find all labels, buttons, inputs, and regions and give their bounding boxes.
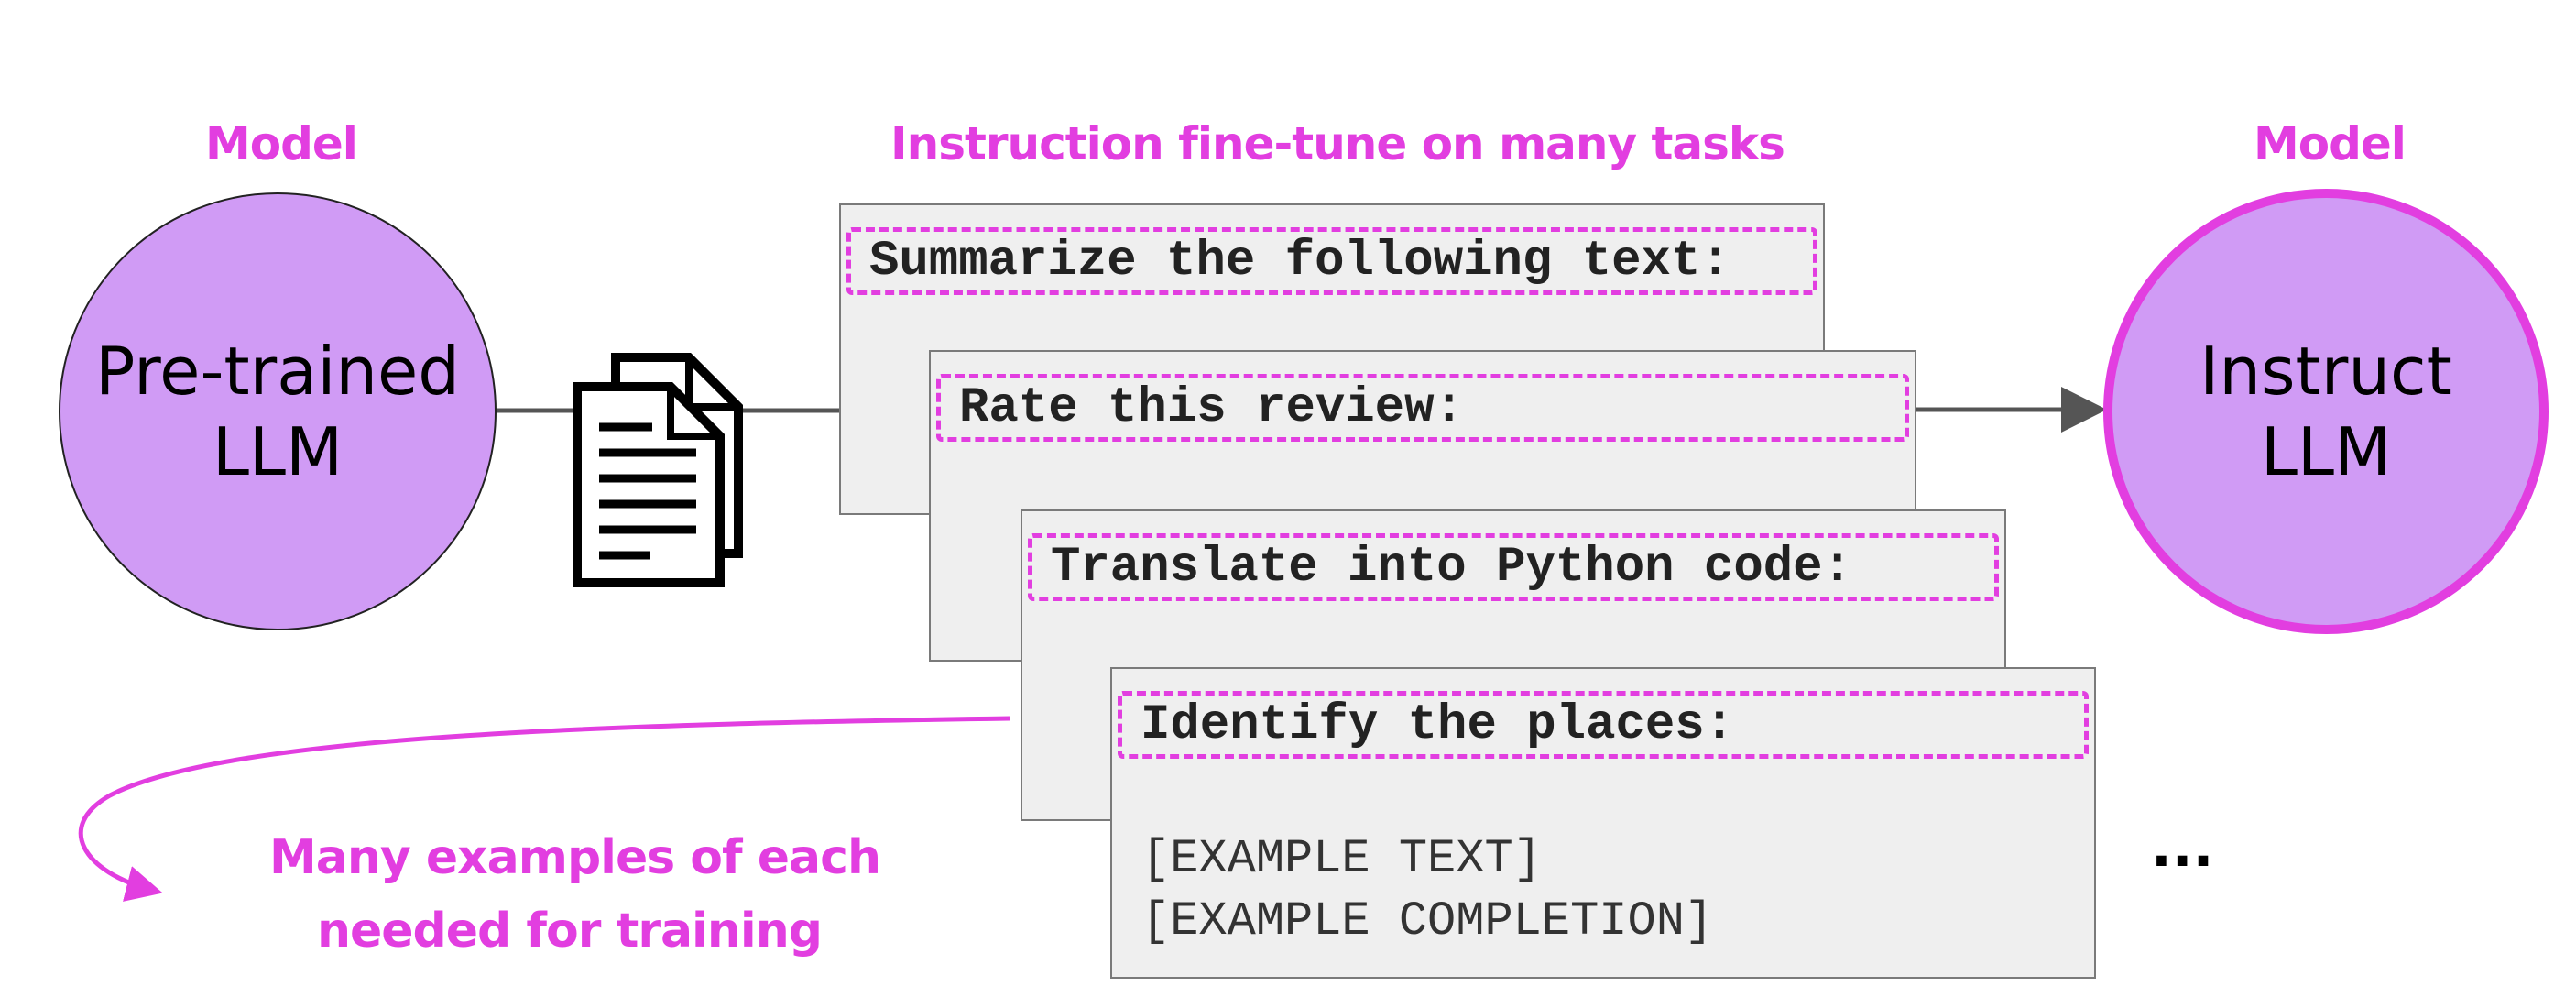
example-completion: [EXAMPLE COMPLETION] bbox=[1141, 894, 1714, 948]
ellipsis: ... bbox=[2151, 816, 2214, 880]
section-title: Instruction fine-tune on many tasks bbox=[890, 117, 1785, 170]
example-text: [EXAMPLE TEXT] bbox=[1141, 832, 1542, 886]
instruction-prompt: Identify the places: bbox=[1118, 691, 2089, 759]
instruct-llm-label: Instruct LLM bbox=[2199, 333, 2452, 490]
instruction-prompt: Translate into Python code: bbox=[1028, 533, 1999, 601]
task-card-identify: Identify the places: [EXAMPLE TEXT] [EXA… bbox=[1110, 667, 2096, 979]
instruct-llm-node: Instruct LLM bbox=[2103, 189, 2549, 634]
instruction-prompt: Summarize the following text: bbox=[846, 227, 1817, 295]
pretrained-llm-label: Pre-trained LLM bbox=[94, 333, 461, 490]
model-label-left: Model bbox=[205, 117, 358, 170]
training-note-line2: needed for training bbox=[317, 904, 823, 959]
instruction-prompt: Rate this review: bbox=[936, 374, 1909, 442]
training-note-line1: Many examples of each bbox=[269, 830, 881, 885]
model-label-right: Model bbox=[2254, 117, 2407, 170]
pretrained-llm-node: Pre-trained LLM bbox=[59, 192, 497, 630]
documents-icon bbox=[573, 353, 743, 587]
